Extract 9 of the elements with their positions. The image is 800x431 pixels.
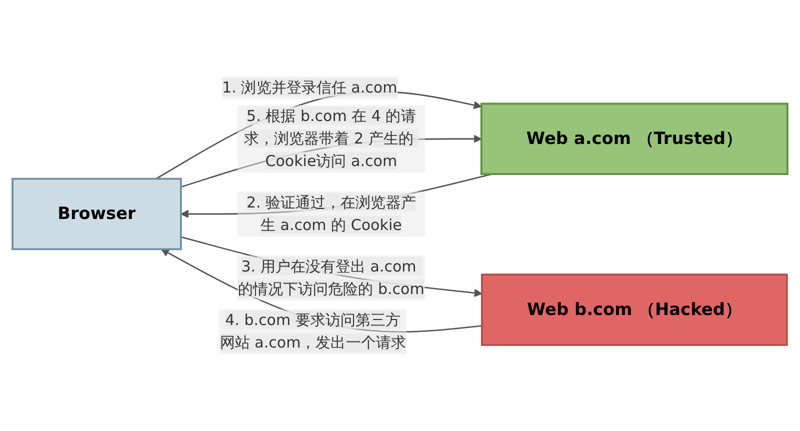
edge-label: 5. 根据 b.com 在 4 的请求，浏览器带着 2 产生的 Cookie访问 a.com	[244, 107, 416, 170]
edge-label: 4. b.com 要求访问第三方网站 a.com，发出一个请求	[220, 311, 406, 352]
arrow	[161, 248, 482, 333]
node-box: Browser	[12, 178, 182, 250]
edge-label: 2. 验证通过，在浏览器产生 a.com 的 Cookie	[246, 193, 416, 234]
node-box: Web a.com （Trusted）	[480, 102, 788, 176]
node-box: Web b.com （Hacked）	[481, 274, 788, 346]
edge-label: 1. 浏览并登录信任 a.com	[222, 78, 398, 96]
edge-label: 3. 用户在没有登出 a.com 的情况下访问危险的 b.com	[238, 257, 424, 298]
